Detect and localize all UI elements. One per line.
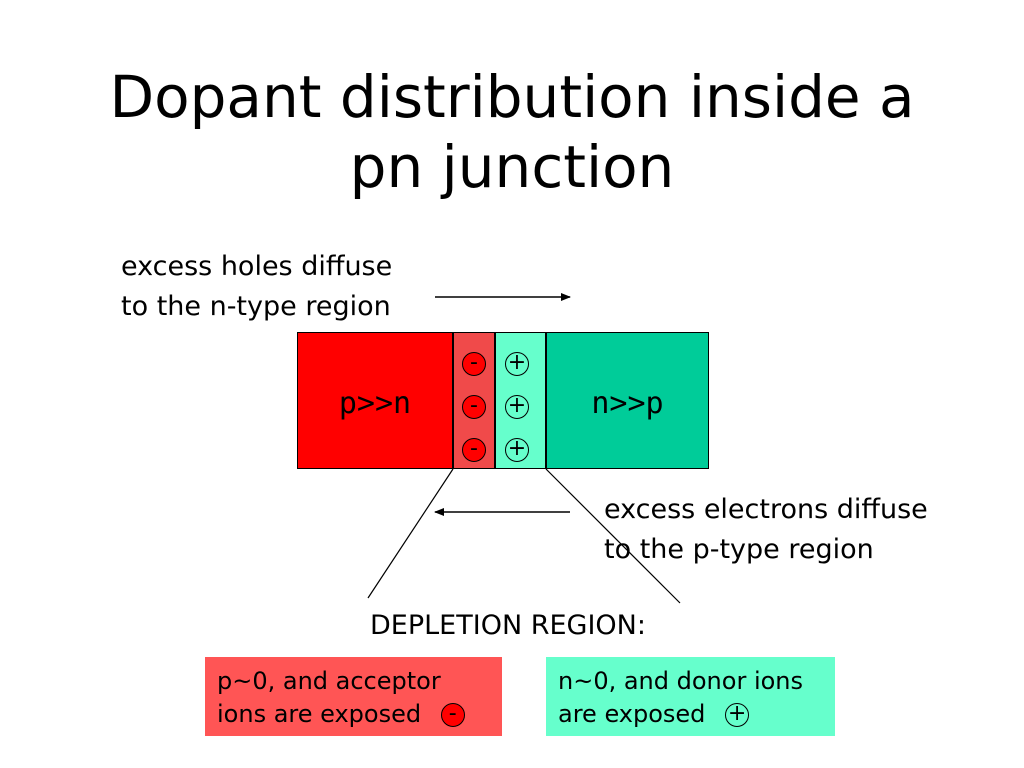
electrons-label-line-1: excess electrons diffuse [604, 494, 928, 525]
acceptor-ion-legend: - [440, 703, 465, 727]
donor-ion-1: + [505, 352, 529, 376]
p-region-label: p>>n [338, 386, 412, 421]
acceptor-ion-1: - [462, 352, 486, 376]
electrons-diffusion-label: excess electrons diffuse to the p-type r… [604, 490, 928, 570]
title-line-2: pn junction [349, 133, 675, 201]
holes-diffusion-label: excess holes diffuse to the n-type regio… [121, 247, 392, 327]
acceptor-ion-2: - [462, 395, 486, 419]
depletion-pointer-left [367, 468, 454, 599]
acceptor-ion-3: - [462, 438, 486, 462]
slide-title: Dopant distribution inside a pn junction [0, 62, 1024, 202]
p-box-line-1: p~0, and acceptor [217, 667, 441, 695]
donor-ion-3: + [505, 438, 529, 462]
p-box-line-2: ions are exposed - [217, 698, 490, 731]
donor-ion-legend: + [725, 703, 750, 727]
p-box-line-2-text: ions are exposed [217, 700, 422, 728]
n-region [546, 332, 709, 469]
donor-ion-2: + [505, 395, 529, 419]
n-box-line-2: are exposed + [558, 698, 823, 731]
acceptor-info-box: p~0, and acceptor ions are exposed - [205, 657, 502, 736]
electrons-label-line-2: to the p-type region [604, 534, 874, 565]
depletion-pointer-right [545, 468, 681, 604]
n-region-label: n>>p [591, 386, 664, 421]
holes-label-line-2: to the n-type region [121, 291, 391, 322]
holes-label-line-1: excess holes diffuse [121, 251, 393, 282]
n-box-line-1: n~0, and donor ions [558, 667, 804, 695]
donor-info-box: n~0, and donor ions are exposed + [546, 657, 835, 736]
depletion-region-title: DEPLETION REGION: [370, 610, 646, 641]
n-box-line-2-text: are exposed [558, 700, 706, 728]
p-region [297, 332, 453, 469]
title-line-1: Dopant distribution inside a [109, 63, 915, 131]
